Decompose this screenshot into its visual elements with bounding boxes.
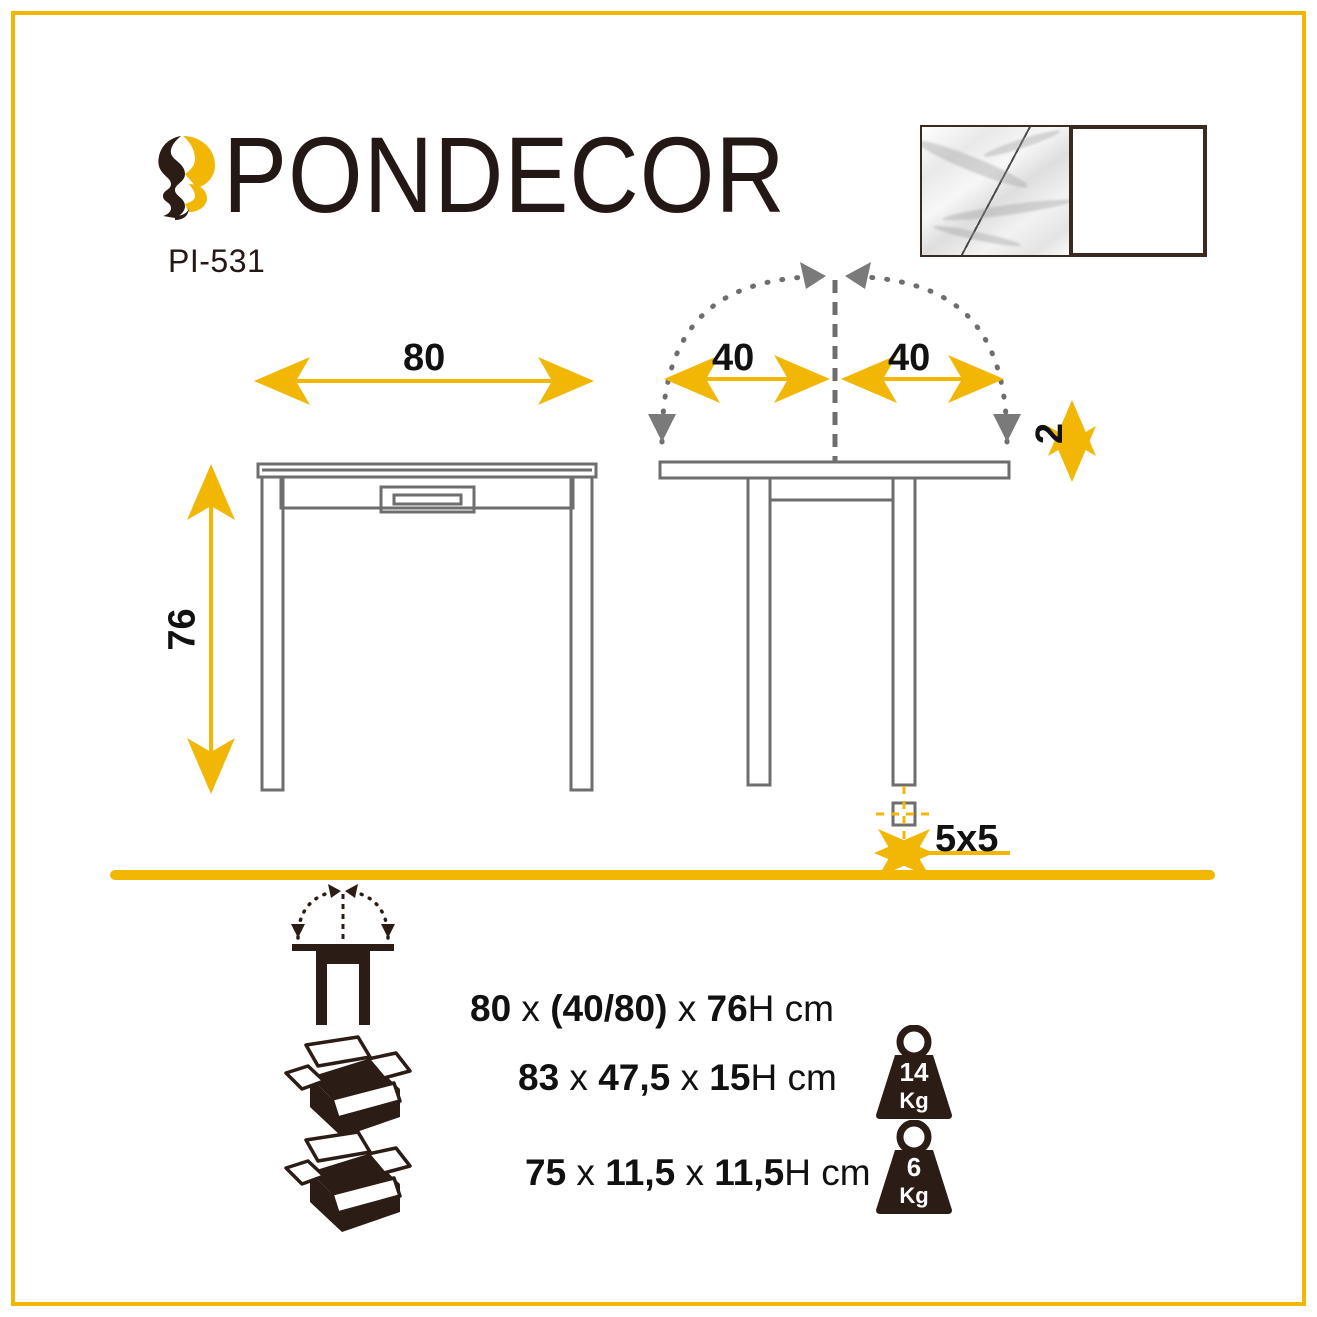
marble-finish-swatch[interactable]: [920, 125, 1073, 257]
carton-1-weight-value: 14: [900, 1057, 929, 1087]
white-finish-swatch[interactable]: [1069, 125, 1207, 257]
carton-2-weight-value: 6: [907, 1152, 921, 1182]
spec-row-carton-1: 83 x 47,5 x 15H cm 14 Kg: [0, 975, 1317, 1137]
carton-1-dimensions-text: 83 x 47,5 x 15H cm: [518, 1057, 837, 1098]
carton-1-weight-unit: Kg: [899, 1088, 928, 1113]
spec-row-product: 80 x (40/80) x 76H cm: [0, 880, 1317, 1029]
open-box-icon: [272, 1128, 412, 1238]
product-dimensions-text: 80 x (40/80) x 76H cm: [470, 988, 834, 1029]
brand-name: PONDECOR: [223, 115, 786, 236]
specifications-list: 80 x (40/80) x 76H cm: [0, 880, 1317, 1232]
drop-leaf-table-icon: [268, 878, 418, 1028]
page-border: [11, 11, 1306, 1306]
top-thickness-dimension-label: 2: [1029, 422, 1072, 445]
carton-2-weight-badge: 6 Kg: [872, 1119, 956, 1221]
leaf-right-dimension-label: 40: [888, 337, 931, 379]
open-box-icon: [272, 1033, 412, 1143]
front-height-dimension-label: 76: [161, 608, 204, 651]
front-width-dimension-label: 80: [403, 337, 446, 379]
carton-2-weight-unit: Kg: [899, 1183, 928, 1208]
model-code: PI-531: [168, 243, 266, 279]
spec-row-carton-2: 75 x 11,5 x 11,5H cm 6 Kg: [0, 1070, 1317, 1232]
leg-section-dimension-label: 5x5: [935, 818, 999, 860]
section-divider: [110, 870, 1215, 880]
brand-logo: PONDECOR: [145, 122, 786, 229]
carton-2-dimensions-text: 75 x 11,5 x 11,5H cm: [525, 1152, 871, 1193]
leaf-left-dimension-label: 40: [712, 337, 755, 379]
pondecor-logo-mark-icon: [158, 136, 215, 220]
carton-1-weight-badge: 14 Kg: [872, 1024, 956, 1126]
